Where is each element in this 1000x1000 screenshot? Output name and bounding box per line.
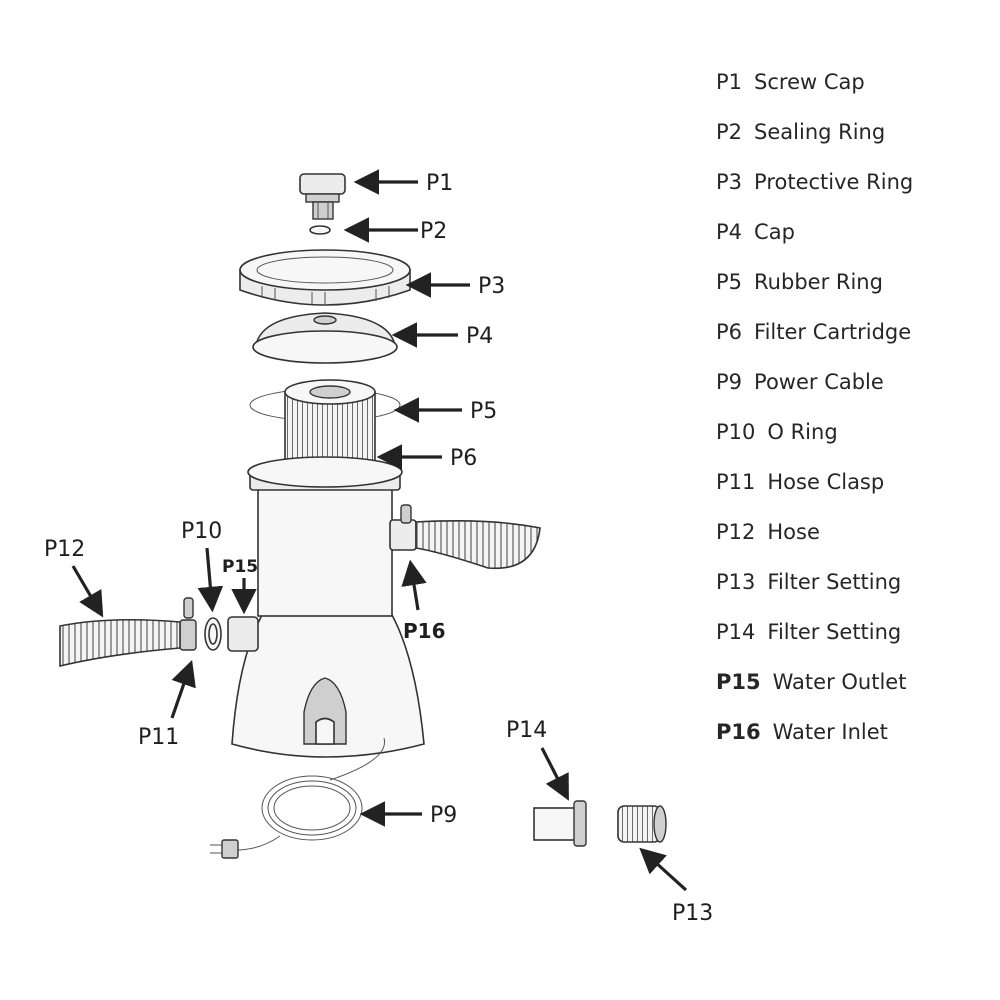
legend-item: P1 Screw Cap <box>716 66 913 116</box>
callout-p15: P15 <box>222 557 258 577</box>
legend-part-name: Sealing Ring <box>754 120 886 144</box>
legend-code: P4 <box>716 220 743 244</box>
callout-p5: P5 <box>470 399 497 424</box>
callout-p10: P10 <box>181 519 222 544</box>
legend-item: P14 Filter Setting <box>716 616 913 666</box>
legend-part-name: Hose <box>767 520 820 544</box>
p13-arrow <box>639 847 688 892</box>
legend-code: P16 <box>716 720 761 744</box>
legend-code: P1 <box>716 70 743 94</box>
p16-arrow <box>401 559 427 611</box>
legend-item: P11 Hose Clasp <box>716 466 913 516</box>
legend-part-name: Water Inlet <box>772 720 888 744</box>
legend-item: P16 Water Inlet <box>716 716 913 766</box>
inlet-assembly <box>389 504 541 570</box>
callout-p6: P6 <box>450 446 477 471</box>
legend-item: P12 Hose <box>716 516 913 566</box>
legend-code: P10 <box>716 420 756 444</box>
legend-item: P5 Rubber Ring <box>716 266 913 316</box>
p12-arrow <box>71 565 104 618</box>
p14-arrow <box>540 747 569 801</box>
filter-setting-strainer-part <box>617 805 667 843</box>
callout-p2: P2 <box>420 219 447 244</box>
legend-code: P9 <box>716 370 743 394</box>
legend-item: P6 Filter Cartridge <box>716 316 913 366</box>
outlet-assembly <box>59 597 259 668</box>
legend-item: P4 Cap <box>716 216 913 266</box>
callout-p4: P4 <box>466 324 493 349</box>
p10-arrow <box>197 547 224 613</box>
legend-part-name: Cap <box>754 220 795 244</box>
callout-p1: P1 <box>426 171 453 196</box>
legend-part-name: Hose Clasp <box>767 470 885 494</box>
legend-item: P13 Filter Setting <box>716 566 913 616</box>
callout-p9: P9 <box>430 803 457 828</box>
legend-item: P9 Power Cable <box>716 366 913 416</box>
legend-code: P12 <box>716 520 756 544</box>
callout-p16: P16 <box>403 619 446 643</box>
legend-part-name: Filter Setting <box>767 620 902 644</box>
sealing-ring-part <box>309 225 331 235</box>
legend-item: P2 Sealing Ring <box>716 116 913 166</box>
legend-part-name: Power Cable <box>754 370 884 394</box>
legend-part-name: Filter Cartridge <box>754 320 912 344</box>
legend-code: P5 <box>716 270 743 294</box>
legend-part-name: Rubber Ring <box>754 270 883 294</box>
callout-p3: P3 <box>478 274 505 299</box>
callout-p11: P11 <box>138 725 179 750</box>
callout-p14: P14 <box>506 718 547 743</box>
legend-code: P15 <box>716 670 761 694</box>
pump-housing <box>231 456 425 758</box>
power-cable-part <box>210 737 386 859</box>
legend-item: P10 O Ring <box>716 416 913 466</box>
legend-code: P2 <box>716 120 743 144</box>
legend-part-name: Water Outlet <box>772 670 907 694</box>
callout-p13: P13 <box>672 901 713 926</box>
legend-code: P11 <box>716 470 756 494</box>
legend-item: P3 Protective Ring <box>716 166 913 216</box>
p11-arrow <box>170 659 196 719</box>
legend-item: P15 Water Outlet <box>716 666 913 716</box>
legend-part-name: Protective Ring <box>754 170 914 194</box>
legend-code: P6 <box>716 320 743 344</box>
legend-code: P13 <box>716 570 756 594</box>
filter-setting-sleeve-part <box>533 800 587 847</box>
legend-part-name: Screw Cap <box>754 70 865 94</box>
legend-code: P3 <box>716 170 743 194</box>
callout-p12: P12 <box>44 537 85 562</box>
legend-code: P14 <box>716 620 756 644</box>
screw-cap-part <box>299 173 346 220</box>
legend-part-name: O Ring <box>767 420 838 444</box>
legend-part-name: Filter Setting <box>767 570 902 594</box>
cap-part <box>252 312 398 364</box>
protective-ring-part <box>239 249 411 306</box>
